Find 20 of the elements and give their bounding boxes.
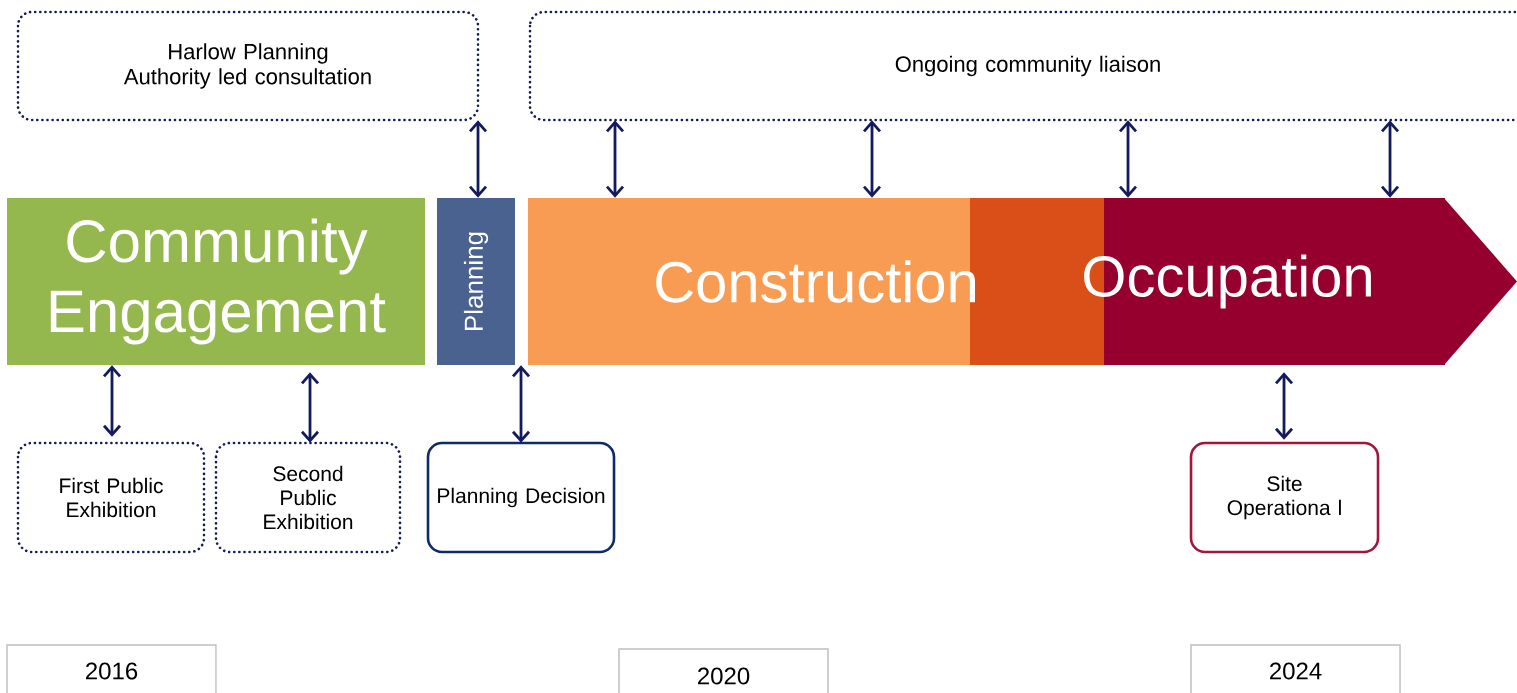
callout-box: Ongoing community liaison (528, 10, 1517, 122)
arrow (102, 365, 122, 437)
year-label: 2020 (618, 648, 829, 693)
arrow (1274, 372, 1294, 440)
arrow (511, 365, 531, 443)
arrow (1380, 120, 1400, 198)
arrow (468, 120, 488, 198)
milestone-box: Planning Decision (426, 441, 616, 554)
callout-box: Harlow Planning Authority led consultation (16, 10, 480, 122)
arrow (862, 120, 882, 198)
milestone-box: Site Operationa l (1189, 441, 1380, 554)
callout-box: Second Public Exhibition (214, 441, 402, 554)
year-label: 2016 (6, 644, 217, 693)
phase-block: Planning (437, 198, 515, 365)
arrow (605, 120, 625, 198)
year-label: 2024 (1190, 644, 1401, 693)
arrow (300, 372, 320, 443)
callout-box: First Public Exhibition (16, 441, 206, 554)
phase-block: Community Engagement (7, 198, 425, 365)
arrow (1118, 120, 1138, 198)
